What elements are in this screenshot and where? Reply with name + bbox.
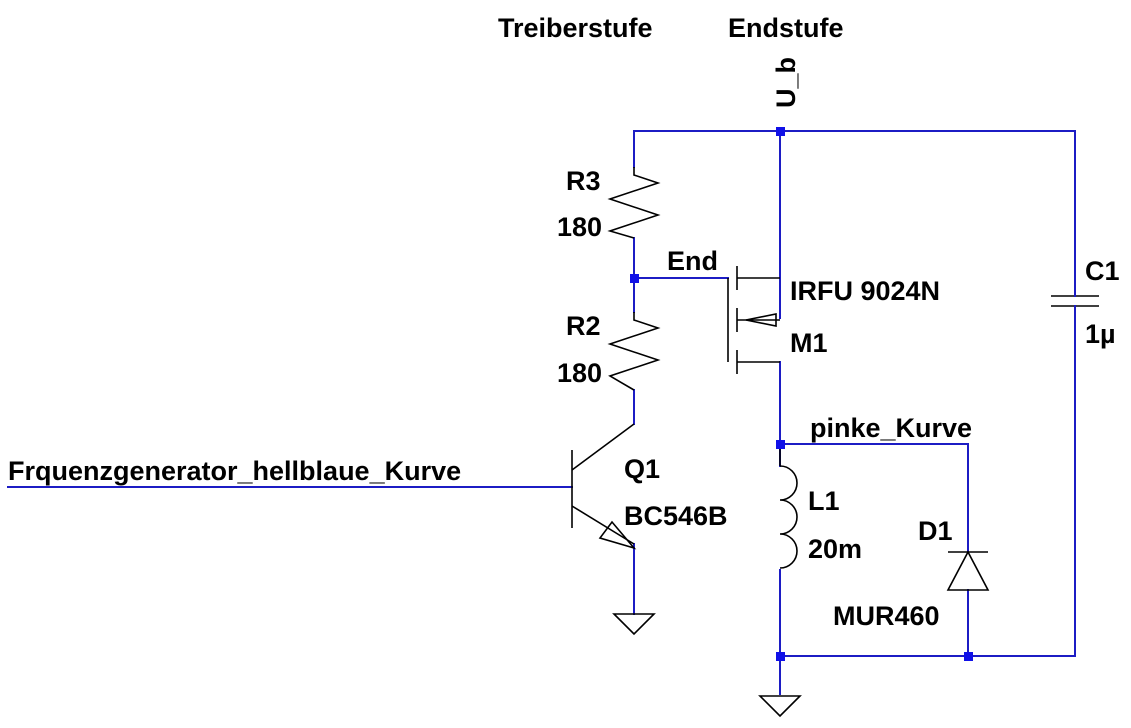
ground-icon: [612, 613, 656, 636]
r3-ref: R3: [566, 166, 601, 196]
net-label-pinke: pinke_Kurve: [810, 413, 972, 443]
wires: [7, 130, 1076, 695]
resistor-r2-symbol: [607, 312, 661, 391]
r3-value: 180: [557, 212, 602, 242]
junction-dot: [776, 127, 785, 136]
q1-ref: Q1: [624, 454, 660, 484]
d1-ref: D1: [918, 516, 953, 546]
ground-icon: [758, 695, 802, 718]
capacitor-c1-symbol: [1051, 279, 1099, 311]
r2-ref: R2: [566, 311, 601, 341]
resistor-r3-symbol: [607, 167, 661, 239]
c1-ref: C1: [1085, 256, 1120, 286]
net-label-input: Frquenzgenerator_hellblaue_Kurve: [8, 456, 461, 486]
m1-ref: M1: [790, 328, 828, 358]
junction-dot: [776, 440, 785, 449]
r2-value: 180: [557, 358, 602, 388]
junction-dot: [964, 652, 973, 661]
supply-rail-wire: [633, 130, 1076, 281]
inductor-l1-symbol: [779, 444, 798, 569]
junction-dot: [630, 274, 639, 283]
net-label-supply: U_b: [771, 57, 801, 108]
m1-value: IRFU 9024N: [790, 276, 940, 306]
diode-d1-symbol: [946, 550, 990, 591]
transistor-q1-symbol: [571, 423, 637, 550]
d1-value: MUR460: [833, 601, 940, 631]
net-label-end: End: [667, 246, 718, 276]
label-endstufe: Endstufe: [728, 13, 844, 43]
q1-value: BC546B: [624, 501, 728, 531]
mosfet-m1-symbol: [727, 266, 780, 374]
label-treiberstufe: Treiberstufe: [498, 13, 653, 43]
junction-dot: [776, 652, 785, 661]
l1-value: 20m: [808, 534, 862, 564]
c1-value: 1µ: [1085, 319, 1116, 349]
junctions: [630, 127, 973, 661]
l1-ref: L1: [808, 486, 840, 516]
